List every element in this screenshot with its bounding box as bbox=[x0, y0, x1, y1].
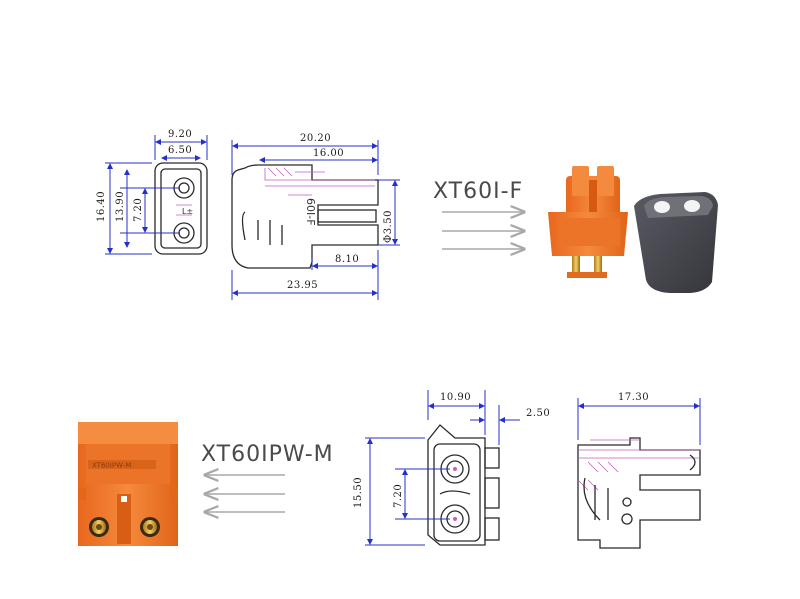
bottom-orange-connector: XT60IPW-M bbox=[78, 422, 178, 546]
bottom-product-marking: XT60IPW-M bbox=[92, 462, 131, 470]
top-front-height-inner: 13.90 bbox=[115, 191, 126, 222]
top-front-height-outer: 16.40 bbox=[96, 191, 107, 222]
bottom-model-label: XT60IPW-M bbox=[201, 442, 334, 467]
bottom-front-pin-pitch: 7.20 bbox=[393, 484, 404, 508]
top-side-body-marking: 60I-F bbox=[304, 198, 317, 226]
top-side-pin-diameter: Φ3.50 bbox=[383, 210, 394, 243]
bottom-side-length: 17.30 bbox=[618, 392, 649, 403]
top-side-total-length: 23.95 bbox=[287, 280, 318, 291]
top-front-pin-pitch: 7.20 bbox=[133, 198, 144, 222]
top-side-length-top: 20.20 bbox=[300, 133, 331, 144]
top-gray-cap bbox=[634, 192, 718, 293]
bottom-front-height: 15.50 bbox=[353, 477, 364, 508]
top-orange-connector bbox=[548, 166, 628, 278]
bottom-side-view bbox=[577, 398, 701, 549]
top-front-view: L± bbox=[105, 135, 208, 255]
top-arrows bbox=[442, 212, 524, 249]
svg-text:L±: L± bbox=[182, 207, 193, 216]
top-model-label: XT60I-F bbox=[433, 179, 523, 204]
bottom-arrows bbox=[205, 475, 285, 512]
top-front-width-inner: 6.50 bbox=[168, 145, 192, 156]
bottom-front-view bbox=[365, 390, 520, 546]
top-front-width-outer: 9.20 bbox=[168, 129, 192, 140]
top-side-view: 60I-F bbox=[231, 140, 400, 300]
bottom-front-offset: 2.50 bbox=[526, 408, 550, 419]
top-side-length-inner: 16.00 bbox=[313, 148, 344, 159]
bottom-front-width: 10.90 bbox=[440, 392, 471, 403]
top-side-pin-length: 8.10 bbox=[335, 254, 359, 265]
